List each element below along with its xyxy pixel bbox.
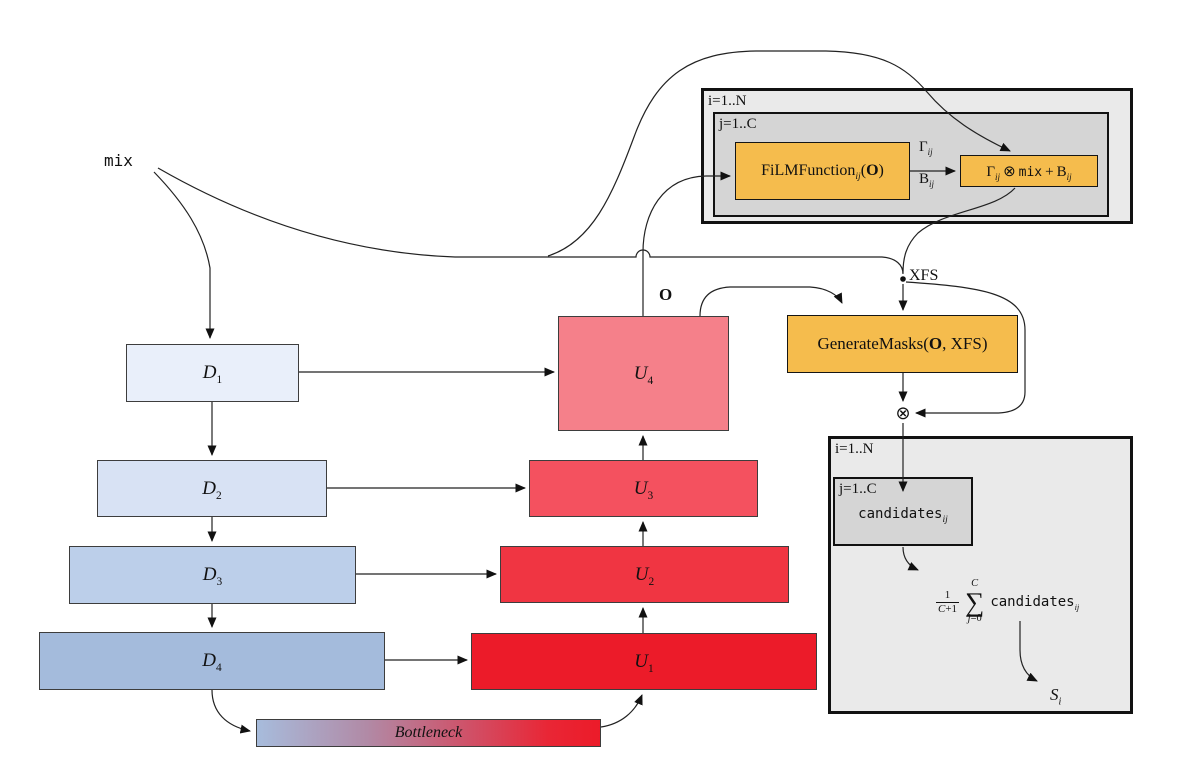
bottleneck-block: Bottleneck — [256, 719, 601, 747]
formula-sum: C ∑ j=0 — [965, 578, 985, 625]
film-apply-box: Γij⊗mix+Bij — [960, 155, 1098, 187]
edge-mix-to-d1 — [153, 171, 215, 339]
edge-o-to-generatemasks — [699, 286, 843, 317]
formula-fraction: 1 C+1 — [936, 589, 960, 615]
film-loop-outer-label: i=1..N — [708, 93, 747, 109]
xfs-junction-dot — [900, 276, 906, 282]
decoder-block-label: U4 — [633, 362, 654, 387]
mix-label: mix — [104, 151, 133, 170]
encoder-block-d4: D4 — [39, 632, 385, 690]
encoder-block-d1: D1 — [126, 344, 299, 402]
decoder-block-u3: U3 — [529, 460, 758, 517]
bottleneck-label: Bottleneck — [394, 724, 463, 741]
film-loop-inner-label: j=1..C — [719, 116, 757, 132]
encoder-block-d2: D2 — [97, 460, 327, 517]
decoder-block-u1: U1 — [471, 633, 817, 690]
candidates-label: candidatesij — [858, 506, 948, 526]
edge-d4-to-bottleneck — [211, 689, 251, 734]
sum-loop-inner-label: j=1..C — [839, 481, 877, 497]
decoder-block-label: U1 — [634, 650, 654, 675]
encoder-block-d3: D3 — [69, 546, 356, 604]
average-formula: 1 C+1 C ∑ j=0 candidatesij — [936, 578, 1079, 626]
formula-candidates: candidatesij — [990, 593, 1080, 612]
encoder-block-label: D3 — [202, 564, 223, 588]
encoder-block-label: D4 — [202, 650, 222, 674]
sum-loop-inner-box: j=1..C candidatesij — [833, 477, 973, 546]
gamma-output-label: Γij — [919, 139, 933, 157]
generate-masks-label: GenerateMasks(O, XFS) — [817, 334, 988, 353]
decoder-block-u4: U4 — [558, 316, 729, 431]
film-apply-label: Γij⊗mix+Bij — [986, 163, 1072, 182]
xfs-label: XFS — [909, 267, 939, 284]
beta-output-label: Bij — [919, 171, 935, 189]
decoder-block-label: U3 — [633, 477, 654, 502]
sum-output-label: Si — [1050, 685, 1062, 708]
edge-bottleneck-to-u1 — [600, 694, 643, 728]
film-function-label: FiLMFunctionij(O) — [761, 162, 884, 183]
generate-masks-box: GenerateMasks(O, XFS) — [787, 315, 1018, 373]
otimes-node: ⊗ — [895, 403, 911, 423]
film-function-box: FiLMFunctionij(O) — [735, 142, 910, 200]
decoder-block-u2: U2 — [500, 546, 789, 603]
o-label: O — [659, 285, 673, 304]
encoder-block-label: D1 — [202, 362, 223, 386]
decoder-block-label: U2 — [634, 563, 655, 588]
sum-loop-outer-label: i=1..N — [835, 441, 874, 457]
encoder-block-label: D2 — [202, 477, 222, 502]
